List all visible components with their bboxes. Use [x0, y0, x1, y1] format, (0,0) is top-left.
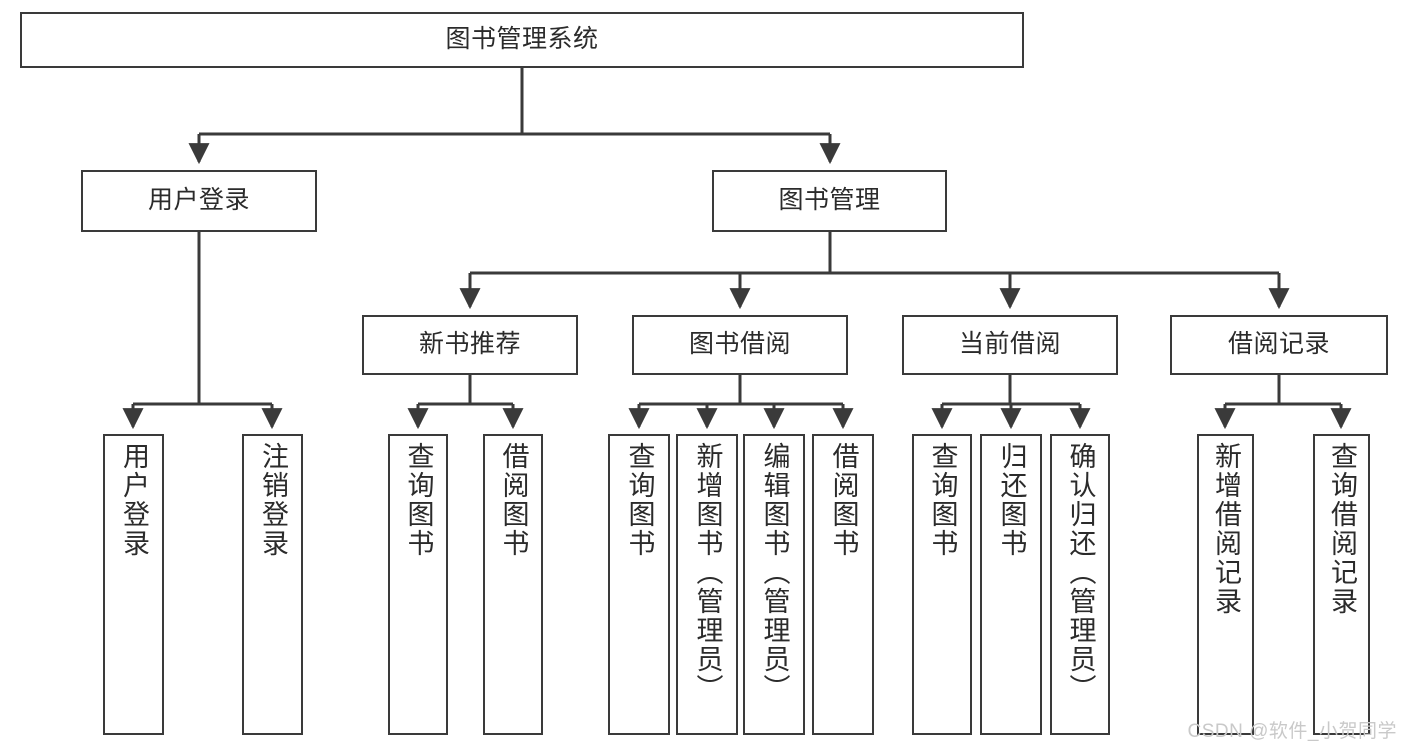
node-leaf-borrow-book-1-label: 借阅图书	[498, 442, 529, 558]
watermark: CSDN @软件_小贺同学	[1187, 721, 1397, 742]
node-leaf-user-login-label: 用户登录	[119, 442, 149, 558]
node-leaf-user-login[interactable]: 用户登录	[103, 434, 164, 735]
node-leaf-add-record-label: 新增借阅记录	[1211, 442, 1241, 616]
node-leaf-query-book-1[interactable]: 查询图书	[388, 434, 448, 735]
node-leaf-logout[interactable]: 注销登录	[242, 434, 303, 735]
node-leaf-add-book[interactable]: 新增图书（管理员）	[676, 434, 738, 735]
node-leaf-borrow-book-1[interactable]: 借阅图书	[483, 434, 543, 735]
node-leaf-confirm-return[interactable]: 确认归还（管理员）	[1050, 434, 1110, 735]
node-root[interactable]: 图书管理系统	[20, 12, 1024, 68]
node-leaf-edit-book-label: 编辑图书（管理员）	[759, 442, 790, 703]
node-leaf-query-record-label: 查询借阅记录	[1327, 442, 1357, 616]
node-new-book-recommend[interactable]: 新书推荐	[362, 315, 578, 375]
node-leaf-logout-label: 注销登录	[258, 442, 288, 558]
node-leaf-return-book[interactable]: 归还图书	[980, 434, 1042, 735]
node-leaf-query-book-3[interactable]: 查询图书	[912, 434, 972, 735]
node-leaf-borrow-book-2[interactable]: 借阅图书	[812, 434, 874, 735]
node-leaf-query-book-2[interactable]: 查询图书	[608, 434, 670, 735]
node-leaf-return-book-label: 归还图书	[996, 442, 1027, 558]
node-user-login-label: 用户登录	[147, 186, 250, 215]
node-borrow-record-label: 借阅记录	[1227, 330, 1330, 359]
node-leaf-add-book-label: 新增图书（管理员）	[692, 442, 723, 703]
node-book-borrow[interactable]: 图书借阅	[632, 315, 848, 375]
node-current-borrow[interactable]: 当前借阅	[902, 315, 1118, 375]
node-leaf-edit-book[interactable]: 编辑图书（管理员）	[743, 434, 805, 735]
node-leaf-query-book-1-label: 查询图书	[403, 442, 434, 558]
node-leaf-confirm-return-label: 确认归还（管理员）	[1065, 442, 1096, 703]
node-leaf-query-book-2-label: 查询图书	[624, 442, 655, 558]
node-leaf-add-record[interactable]: 新增借阅记录	[1197, 434, 1254, 735]
node-current-borrow-label: 当前借阅	[958, 330, 1061, 359]
node-borrow-record[interactable]: 借阅记录	[1170, 315, 1388, 375]
node-new-book-recommend-label: 新书推荐	[418, 330, 521, 359]
node-leaf-query-record[interactable]: 查询借阅记录	[1313, 434, 1370, 735]
node-book-borrow-label: 图书借阅	[688, 330, 791, 359]
node-book-manage-label: 图书管理	[778, 186, 881, 215]
node-user-login[interactable]: 用户登录	[81, 170, 317, 232]
node-leaf-borrow-book-2-label: 借阅图书	[828, 442, 859, 558]
node-root-label: 图书管理系统	[445, 25, 599, 54]
node-leaf-query-book-3-label: 查询图书	[927, 442, 958, 558]
node-book-manage[interactable]: 图书管理	[712, 170, 947, 232]
